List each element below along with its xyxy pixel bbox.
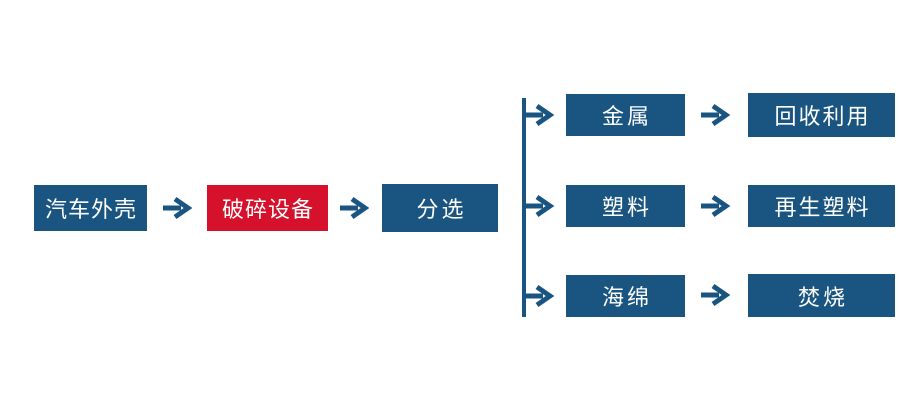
node-sponge: 海绵: [566, 275, 685, 317]
right-arrow-icon: [163, 196, 192, 220]
right-arrow-icon: [701, 194, 730, 218]
node-crushing-equipment: 破碎设备: [207, 185, 328, 231]
right-arrow-icon: [701, 283, 730, 307]
right-arrow-icon: [701, 103, 730, 127]
branch-arrow-icon: [524, 194, 554, 218]
node-sorting: 分选: [382, 184, 498, 232]
right-arrow-icon: [340, 196, 369, 220]
branch-arrow-icon: [524, 103, 554, 127]
node-incineration: 焚烧: [748, 274, 895, 317]
node-recycling: 回收利用: [748, 93, 895, 137]
node-metal: 金属: [566, 94, 685, 136]
node-recycled-plastic: 再生塑料: [748, 185, 895, 227]
branch-arrow-icon: [524, 284, 554, 308]
node-plastic: 塑料: [566, 185, 685, 227]
node-car-shell: 汽车外壳: [34, 185, 147, 231]
